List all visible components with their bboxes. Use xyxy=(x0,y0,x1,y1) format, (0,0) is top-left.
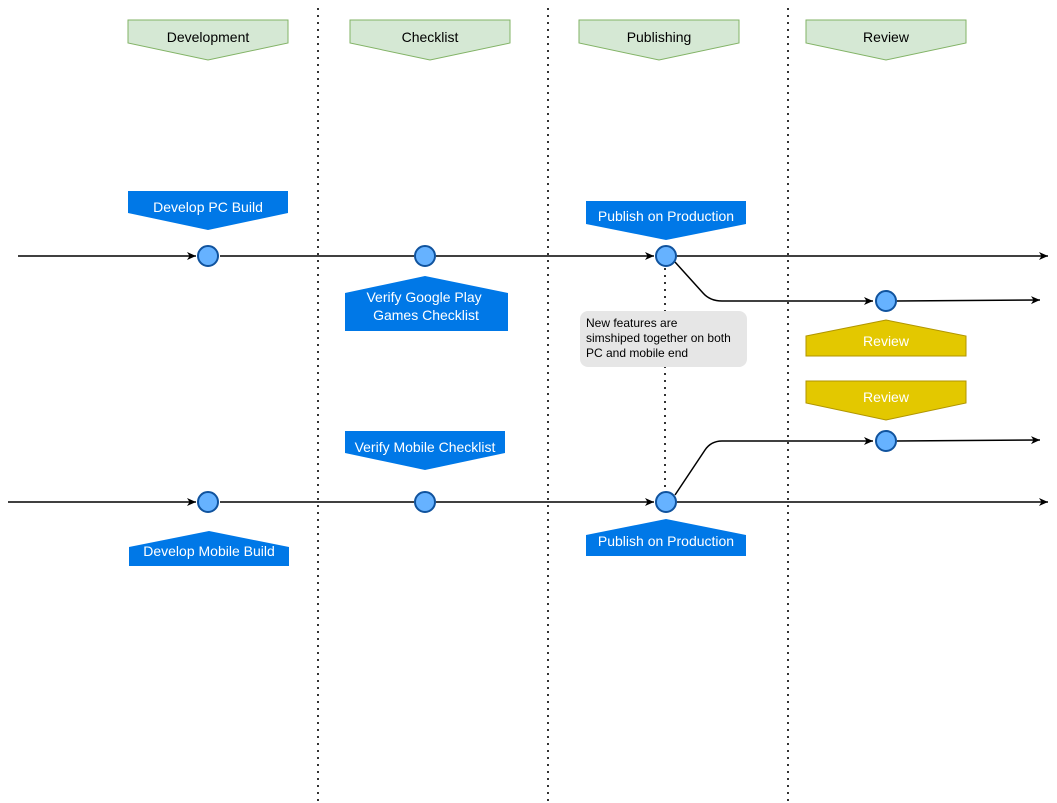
review-mobile-label: Review xyxy=(863,389,910,405)
phase-headers: Development Checklist Publishing Review xyxy=(127,19,967,61)
review-pc-tag: Review xyxy=(805,319,967,357)
simship-note-line-2: simshiped together on both xyxy=(586,331,731,345)
phase-checklist: Checklist xyxy=(349,19,511,61)
verify-gpg-label-line-2: Games Checklist xyxy=(373,307,479,323)
review-mobile-tag: Review xyxy=(805,380,967,421)
verify-gpg-tag: Verify Google Play Games Checklist xyxy=(345,276,508,331)
verify-mobile-label: Verify Mobile Checklist xyxy=(355,439,496,455)
publish-mobile-tag: Publish on Production xyxy=(586,519,746,556)
lane-dividers xyxy=(317,8,789,803)
develop-mobile-label-line-1: Develop Mobile Build xyxy=(143,543,275,559)
review-pc-label-line-1: Review xyxy=(863,333,910,349)
verify-gpg-label-line-1: Verify Google Play xyxy=(366,289,481,305)
branch-lines xyxy=(8,252,1048,506)
simship-note-line-1: New features are xyxy=(586,316,678,330)
commit-verify-gpg[interactable] xyxy=(414,245,436,267)
simship-note: New features are simshiped together on b… xyxy=(580,311,747,367)
develop-mobile-tag: Develop Mobile Build xyxy=(129,531,289,566)
develop-mobile-label: Develop Mobile Build xyxy=(143,543,275,559)
phase-development-label: Development xyxy=(167,29,250,45)
publish-mobile-label-line-1: Publish on Production xyxy=(598,533,734,549)
phase-publishing-label: Publishing xyxy=(627,29,692,45)
phase-publishing: Publishing xyxy=(578,19,740,61)
publish-pc-label-line-1: Publish on Production xyxy=(598,208,734,224)
simship-note-box xyxy=(580,311,747,367)
develop-pc-label-line-1: Develop PC Build xyxy=(153,199,263,215)
simship-note-text: New features are simshiped together on b… xyxy=(586,316,734,360)
simship-note-line-3: PC and mobile end xyxy=(586,346,688,360)
commit-review-pc[interactable] xyxy=(875,290,897,312)
commit-publish-mobile[interactable] xyxy=(655,491,677,513)
verify-mobile-tag: Verify Mobile Checklist xyxy=(345,431,505,470)
mobile-review-branch xyxy=(674,437,873,496)
commit-nodes xyxy=(197,245,897,513)
develop-pc-label: Develop PC Build xyxy=(153,199,263,215)
publish-pc-tag: Publish on Production xyxy=(586,201,746,240)
verify-gpg-label: Verify Google Play Games Checklist xyxy=(366,289,485,323)
pc-review-continue xyxy=(896,296,1041,305)
phase-checklist-label: Checklist xyxy=(402,29,459,45)
commit-review-mobile[interactable] xyxy=(875,430,897,452)
review-mobile-label-line-1: Review xyxy=(863,389,910,405)
commit-develop-pc[interactable] xyxy=(197,245,219,267)
mobile-review-continue xyxy=(896,436,1041,445)
publish-mobile-label: Publish on Production xyxy=(598,533,734,549)
pc-review-branch xyxy=(674,261,873,305)
phase-development: Development xyxy=(127,19,289,61)
develop-pc-tag: Develop PC Build xyxy=(128,191,288,230)
action-tags: Develop PC Build Verify Google Play Game… xyxy=(128,191,967,566)
phase-review-label: Review xyxy=(863,29,910,45)
commit-verify-mobile[interactable] xyxy=(414,491,436,513)
commit-publish-pc[interactable] xyxy=(655,245,677,267)
commit-develop-mobile[interactable] xyxy=(197,491,219,513)
verify-mobile-label-line-1: Verify Mobile Checklist xyxy=(355,439,496,455)
phase-review: Review xyxy=(805,19,967,61)
review-pc-label: Review xyxy=(863,333,910,349)
publish-pc-label: Publish on Production xyxy=(598,208,734,224)
